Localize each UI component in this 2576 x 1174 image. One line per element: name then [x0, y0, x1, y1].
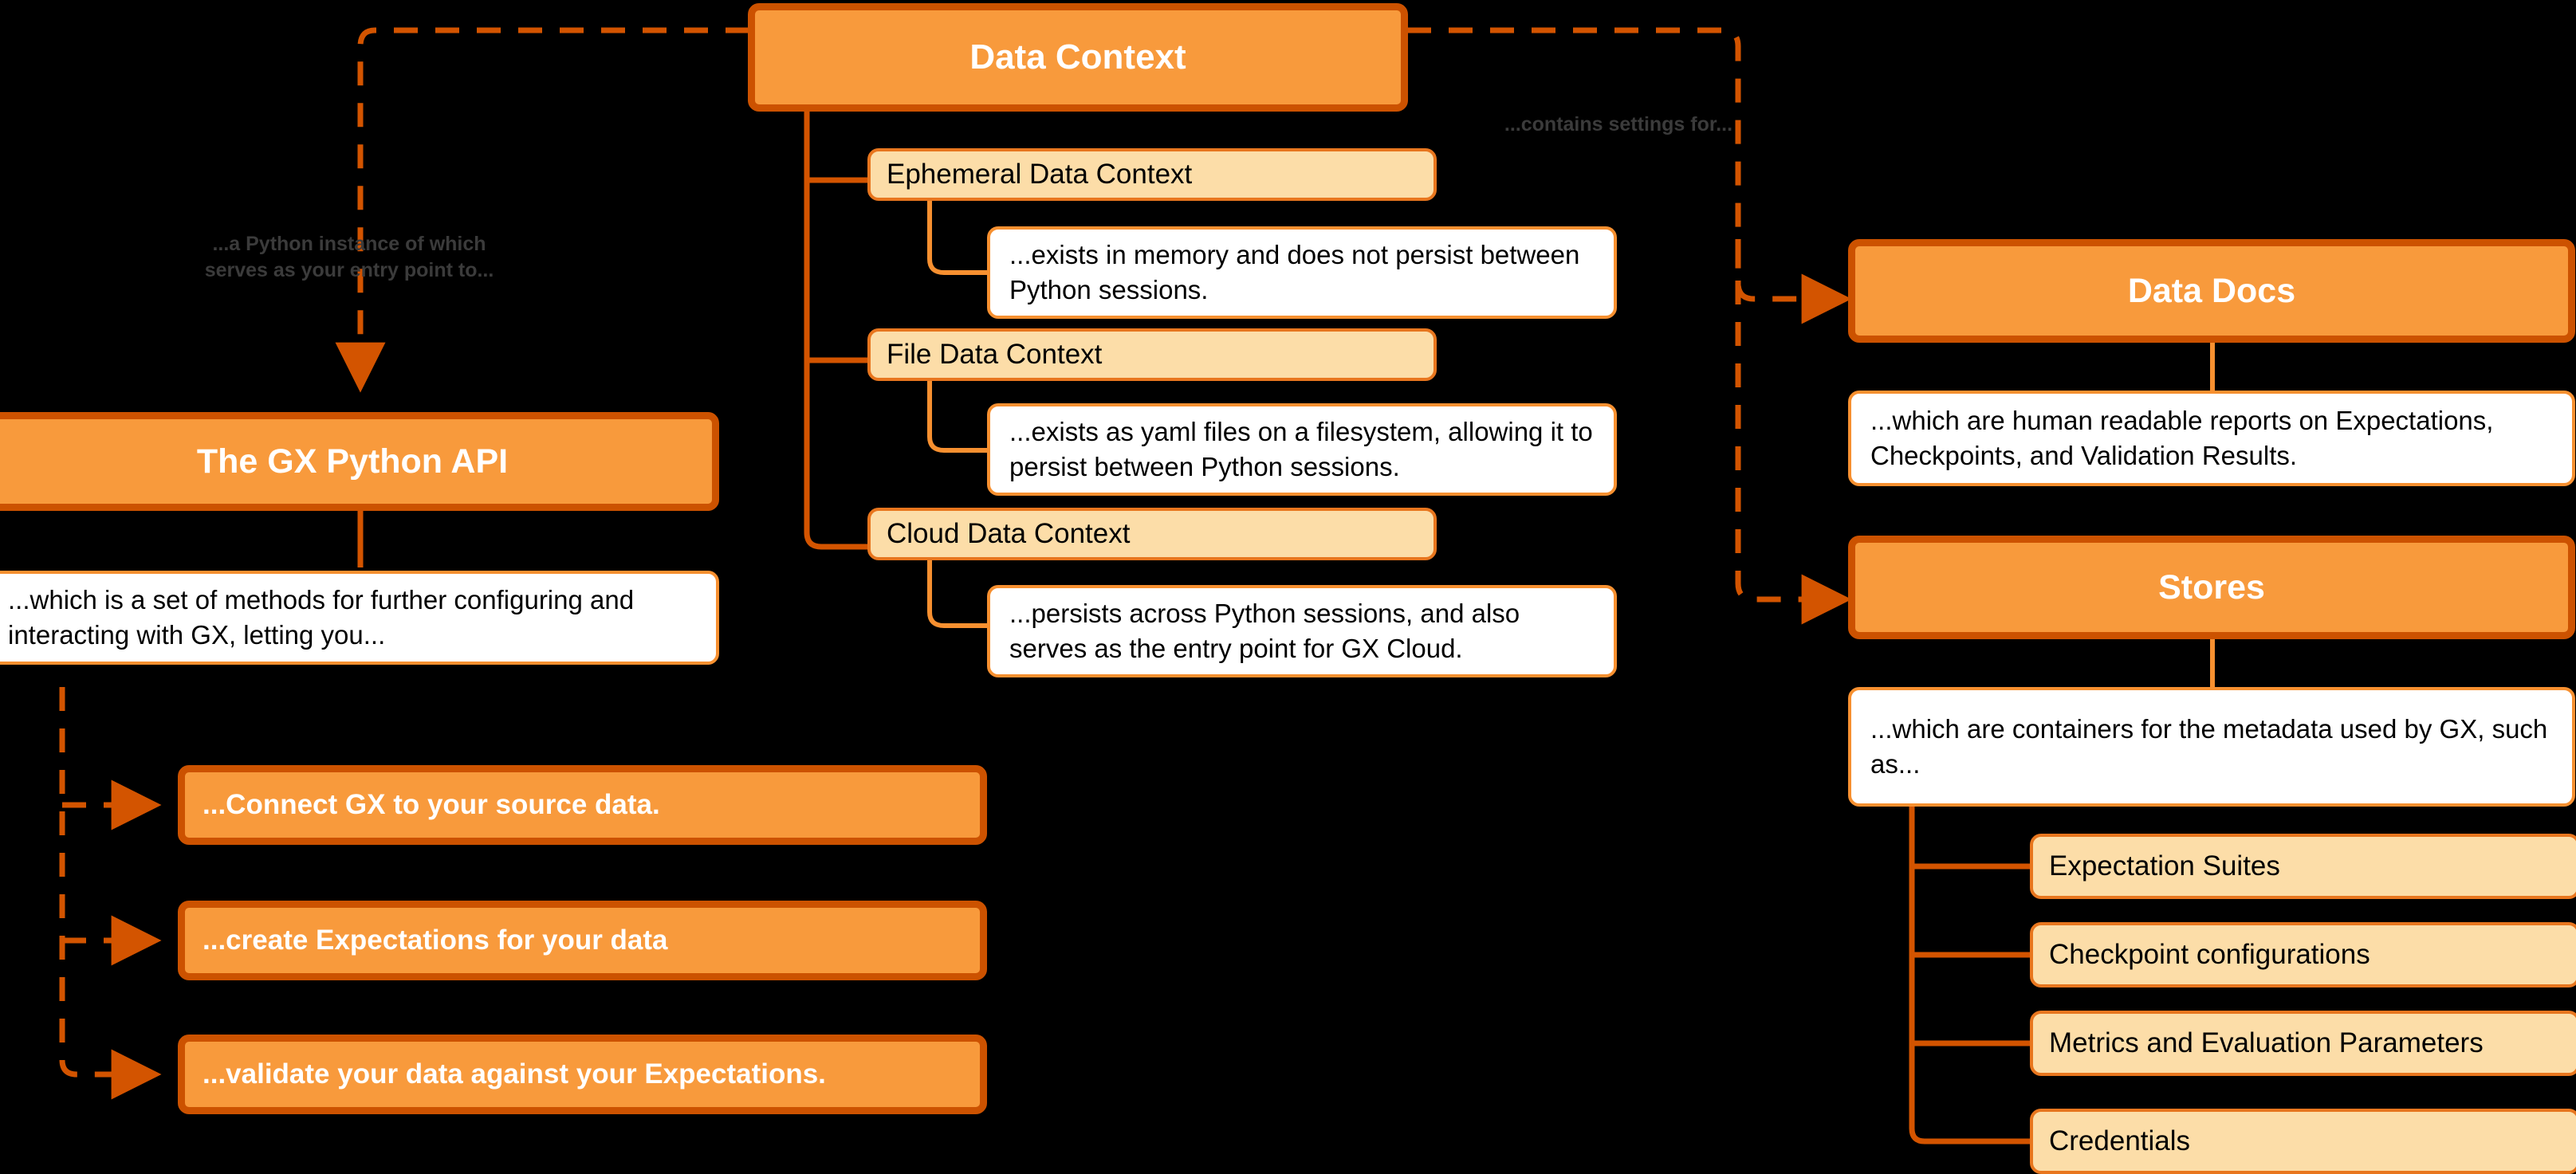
node-data-docs-label: Data Docs: [2127, 271, 2296, 310]
action-connect-source-data[interactable]: ...Connect GX to your source data.: [178, 765, 987, 845]
node-file-data-context-label: File Data Context: [887, 339, 1103, 370]
node-stores[interactable]: Stores: [1848, 536, 2575, 639]
node-gx-python-api-label: The GX Python API: [196, 442, 509, 481]
note-data-docs-text: ...which are human readable reports on E…: [1870, 406, 2494, 470]
action-connect-source-data-label: ...Connect GX to your source data.: [203, 789, 660, 820]
node-ephemeral-data-context[interactable]: Ephemeral Data Context: [867, 148, 1437, 201]
node-gx-python-api[interactable]: The GX Python API: [0, 412, 719, 511]
edge-datacontext-to-stores: [1735, 239, 1852, 625]
edge-datacontext-tree: [804, 62, 869, 550]
node-file-data-context[interactable]: File Data Context: [867, 328, 1437, 381]
note-file-data-context-text: ...exists as yaml files on a filesystem,…: [1009, 417, 1593, 481]
node-stores-label: Stores: [2158, 567, 2265, 607]
node-cloud-data-context-label: Cloud Data Context: [887, 518, 1131, 549]
edge-label-python-instance: ...a Python instance of which serves as …: [204, 233, 494, 281]
action-create-expectations[interactable]: ...create Expectations for your data: [178, 901, 987, 980]
store-item-expectation-suites-label: Expectation Suites: [2049, 850, 2280, 881]
note-file-data-context: ...exists as yaml files on a filesystem,…: [987, 403, 1617, 496]
edge-label-contains-settings: ...contains settings for...: [1504, 113, 1733, 135]
note-data-docs: ...which are human readable reports on E…: [1848, 391, 2575, 486]
note-ephemeral-data-context-text: ...exists in memory and does not persist…: [1009, 240, 1580, 304]
store-item-credentials[interactable]: Credentials: [2030, 1109, 2576, 1174]
note-gx-python-api: ...which is a set of methods for further…: [0, 571, 719, 665]
action-validate-data[interactable]: ...validate your data against your Expec…: [178, 1035, 987, 1114]
edge-datacontext-to-python-api: [335, 27, 749, 393]
node-ephemeral-data-context-label: Ephemeral Data Context: [887, 159, 1193, 190]
note-ephemeral-data-context: ...exists in memory and does not persist…: [987, 226, 1617, 319]
node-cloud-data-context[interactable]: Cloud Data Context: [867, 508, 1437, 560]
edge-cloud-to-note: [927, 550, 989, 628]
edge-ephemeral-to-note: [927, 199, 989, 275]
node-data-context[interactable]: Data Context: [748, 3, 1408, 112]
node-data-docs[interactable]: Data Docs: [1848, 239, 2575, 343]
note-gx-python-api-text: ...which is a set of methods for further…: [8, 585, 635, 650]
store-item-expectation-suites[interactable]: Expectation Suites: [2030, 834, 2576, 899]
node-data-context-label: Data Context: [969, 37, 1186, 77]
note-stores: ...which are containers for the metadata…: [1848, 687, 2575, 807]
edge-stores-items-trunk: [1909, 807, 2031, 1145]
store-item-metrics-evaluation-parameters[interactable]: Metrics and Evaluation Parameters: [2030, 1011, 2576, 1076]
note-cloud-data-context-text: ...persists across Python sessions, and …: [1009, 599, 1520, 663]
edge-note-to-actions-trunk: [59, 687, 162, 1100]
store-item-checkpoint-configurations[interactable]: Checkpoint configurations: [2030, 922, 2576, 987]
store-item-metrics-evaluation-parameters-label: Metrics and Evaluation Parameters: [2049, 1027, 2484, 1058]
action-create-expectations-label: ...create Expectations for your data: [203, 925, 668, 956]
store-item-checkpoint-configurations-label: Checkpoint configurations: [2049, 939, 2370, 970]
action-validate-data-label: ...validate your data against your Expec…: [203, 1058, 826, 1090]
note-stores-text: ...which are containers for the metadata…: [1870, 714, 2548, 779]
note-cloud-data-context: ...persists across Python sessions, and …: [987, 585, 1617, 677]
store-item-credentials-label: Credentials: [2049, 1125, 2191, 1156]
